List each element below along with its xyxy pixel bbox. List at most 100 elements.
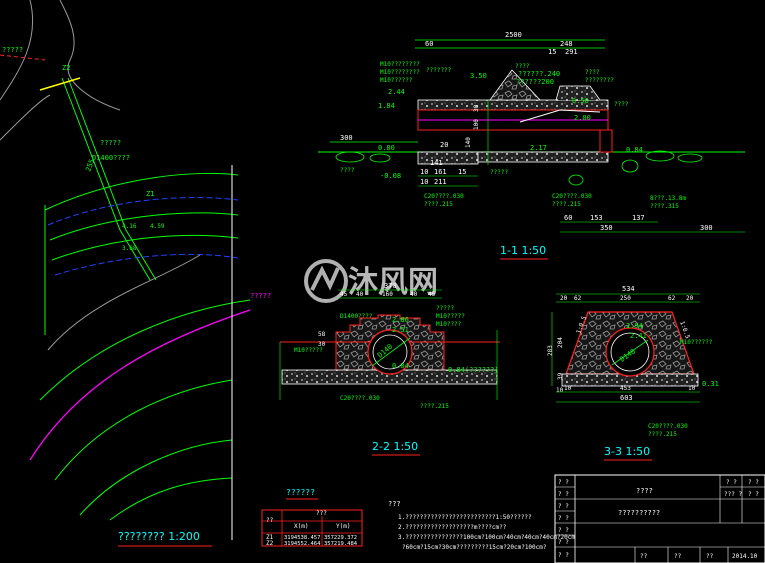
coord-row-y: 357229.372	[324, 535, 357, 541]
tb-left-cell: ? ?	[558, 552, 569, 559]
watermark-group: 沐风网	[304, 259, 438, 303]
s11-dim-15b: 15	[458, 168, 466, 176]
s11-note-m10b: M10????????	[380, 69, 420, 76]
s11-dim-248: 248	[560, 40, 573, 48]
s11-dim-153: 153	[590, 214, 603, 222]
s11-note-c1: C20????.030	[424, 193, 464, 200]
plan-c1: 4.16	[122, 223, 137, 230]
s11-note-r1: ????	[515, 63, 530, 70]
coord-row-x: 3194538.457	[284, 535, 320, 541]
s22-dim-45: 45	[340, 291, 348, 298]
s11-note-r8: ????????	[585, 77, 614, 84]
s33-h283: 283	[547, 345, 554, 356]
s22-dia-line	[371, 337, 411, 367]
s11-dim-211: 211	[434, 178, 447, 186]
s33-dim-20: 20	[560, 295, 568, 302]
s11-level-350: 3.50	[470, 72, 487, 80]
s11-stone	[369, 153, 391, 163]
plan-arc	[44, 172, 239, 211]
s11-note-r7: ????.315	[650, 203, 679, 210]
s11-dim-10b: 10	[420, 178, 428, 186]
s22-pipe-outer	[367, 329, 413, 375]
s11-stone	[621, 159, 639, 173]
plan-arc	[109, 477, 233, 521]
notes-line: ?60cm?15cm?30cm?????????15cm?20cm?100cm?	[402, 544, 547, 551]
plan-arc	[54, 379, 233, 481]
plan-structure	[39, 77, 81, 91]
s11-dim-60b: 60	[564, 214, 572, 222]
s11-note-r4: ????	[340, 167, 355, 174]
s11-dim-300: 300	[340, 134, 353, 142]
notes-header: ???	[388, 500, 401, 508]
s33-pipe-outer	[605, 327, 655, 377]
s11-dim-161: 161	[434, 168, 447, 176]
s33-dim-250: 250	[620, 295, 631, 302]
s11-title: 1-1 1:50	[500, 244, 546, 257]
s22-title: 2-2 1:50	[372, 440, 418, 453]
tb-date: 2014.10	[732, 553, 758, 560]
tb-left-cell: ? ?	[558, 491, 569, 498]
s33-dim-10b: 10	[688, 385, 696, 392]
coord-header-x: X(m)	[294, 523, 308, 530]
plan-magenta-label: ?????	[250, 292, 271, 300]
s11-stone	[335, 151, 365, 163]
s22-level-084b: 0.84(??????)	[448, 366, 499, 374]
s33-note-c1: C20????.030	[648, 423, 688, 430]
title-block: ? ? ? ? ? ? ? ? ? ? ? ? ? ? ? ? ? ? ??? …	[554, 474, 765, 563]
tb-bottom-cell: ??	[706, 553, 714, 560]
plan-arc	[51, 234, 239, 261]
s22-pipe-inner	[372, 334, 408, 370]
s33-h10: 10	[556, 387, 564, 394]
watermark-text: 沐风网	[348, 265, 438, 300]
s33-dim-534: 534	[622, 285, 635, 293]
s11-dim-20: 20	[440, 141, 448, 149]
tb-top-right: ? ?	[748, 479, 759, 486]
coordinate-table: ?????? ?? ??? X(m) Y(m) Z1 3194538.457 3…	[261, 488, 363, 547]
plan-arc-gray	[47, 254, 201, 351]
s33-note-m10: M10??????	[680, 339, 713, 346]
s22-note-m10a: M10?????	[294, 347, 323, 354]
s11-stone	[677, 153, 703, 163]
watermark-logo-mark	[310, 265, 340, 291]
s11-note-c2: ????.215	[424, 201, 453, 208]
s33-dim-20b: 20	[686, 295, 694, 302]
s33-dim-453: 453	[620, 385, 631, 392]
s11-note-m10c: M10??????	[380, 77, 413, 84]
section-3-3: 534 20 62 250 62 20 D140 2.94 2.41 0.31 …	[547, 285, 719, 461]
s33-note-c2: ????.215	[648, 431, 677, 438]
s11-note-r5: ?????	[490, 169, 508, 176]
s33-level-241: 2.41	[630, 332, 647, 340]
s11-h30: 30	[473, 104, 480, 112]
s22-note-r1: ?????	[436, 305, 454, 312]
tb-top-right: ? ?	[726, 479, 737, 486]
s11-level-217: 2.17	[530, 144, 547, 152]
s11-level-200b: ??????200	[516, 78, 554, 86]
s11-dim-10: 10	[420, 168, 428, 176]
plan-pipe-route	[67, 77, 157, 281]
s11-note-r6: 8???.13.8m	[650, 195, 687, 202]
s33-pipe-inner	[610, 332, 650, 372]
s11-stone	[568, 174, 584, 186]
tb-bottom-cell: ??	[640, 553, 648, 560]
s11-note-mixed: ???????	[426, 67, 452, 74]
plan-contour	[59, 0, 121, 111]
coord-row-pt: Z1	[266, 534, 274, 541]
s11-end-wall	[599, 129, 613, 153]
coord-table-frame	[261, 509, 363, 547]
s22-note-m10b: M10?????	[436, 313, 465, 320]
s22-dim-160: 160	[382, 291, 393, 298]
s11-level-050: 0.50	[572, 97, 589, 105]
s22-dim-45b: 45	[428, 291, 436, 298]
plan-z1-label: Z1	[146, 190, 154, 198]
s33-dim-62b: 62	[668, 295, 676, 302]
s11-dim-total: 2500	[505, 31, 522, 39]
s11-level-008: -0.08	[380, 172, 401, 180]
notes-line: 1.?????????????????????????1:50??????	[398, 514, 532, 521]
coord-header-y: Y(m)	[336, 523, 350, 530]
plan-arc-magenta	[29, 309, 251, 461]
plan-c3: 3.68	[122, 245, 137, 252]
plan-length-label: 255	[84, 158, 96, 173]
tb-drawing-name: ??????????	[618, 509, 660, 517]
s11-dim-15: 15	[548, 48, 556, 56]
